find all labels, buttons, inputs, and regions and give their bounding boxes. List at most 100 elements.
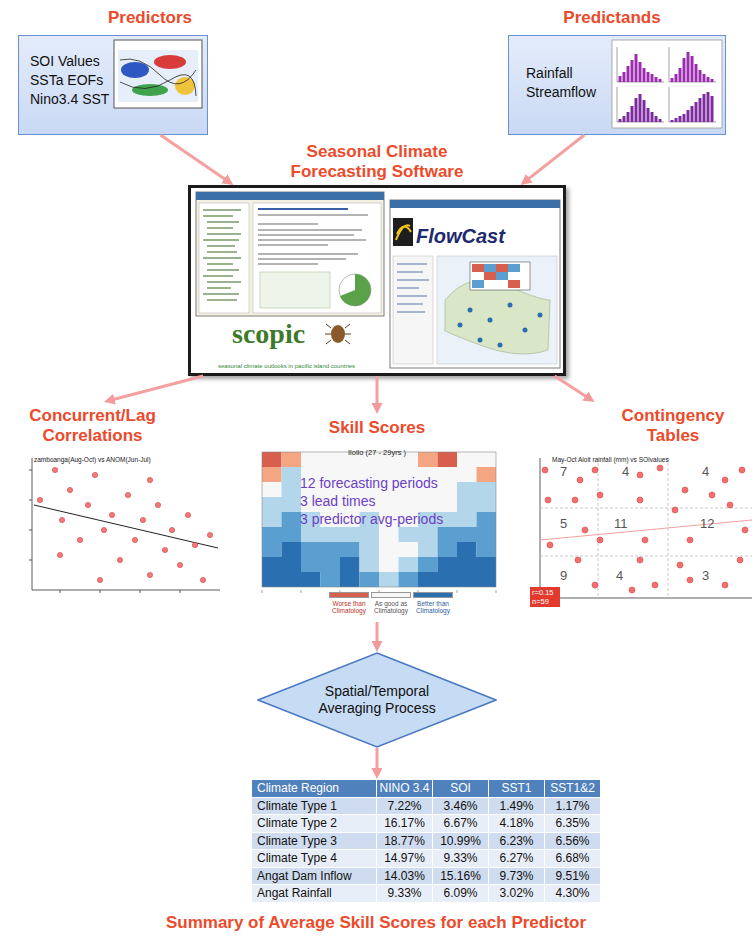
rainfall-bar-charts-part (620, 54, 660, 82)
predictor-box: PredictorsSOI Values SSTa EOFs Nino3.4 S… (18, 8, 210, 136)
cell-holder: 6.56% (545, 833, 601, 851)
chart-title: zamboanga(Aug-Oct) vs ANOM(Jun-Jul) (34, 456, 151, 464)
contingency-scatter-part (637, 497, 643, 503)
flow-arrow (555, 376, 588, 397)
skill-heatmap-part (262, 452, 496, 587)
correlation-scatter-part (140, 517, 145, 522)
predictor-list: SOI Values SSTa EOFs Nino3.4 SST (30, 52, 126, 109)
logo-text: scopic (232, 318, 305, 350)
count-label: 4 (622, 464, 629, 479)
legend-swatch (371, 592, 411, 598)
rainfall-bar-charts (612, 40, 722, 128)
cell-holder: SOI (433, 780, 489, 798)
correlation-scatter-part (34, 505, 218, 548)
rainfall-bar-charts-part (672, 92, 712, 122)
table-cell: 15.16% (433, 868, 488, 885)
text-holder: 4 (622, 462, 629, 480)
caption: Summary of Average Skill Scores for each… (166, 913, 586, 933)
cell-holder: Angat Dam Inflow (252, 868, 377, 886)
count-label: 7 (560, 464, 567, 479)
contingency-scatter-part (727, 502, 733, 508)
text-holder: 4 (702, 462, 709, 480)
skill-heatmap-part (418, 557, 438, 572)
contingency-scatter-part (540, 458, 752, 598)
text-holder: Spatial/Temporal Averaging Process (312, 683, 442, 717)
text-holder: May-Oct Aloit rainfall (mm) vs SOIvalues (552, 448, 742, 466)
cell-holder: 4.30% (545, 885, 601, 903)
contingency-scatter-part (652, 582, 658, 588)
contingency-scatter-part (597, 492, 603, 498)
contingency-scatter-part (682, 487, 688, 493)
correlation-scatter-part (169, 527, 174, 532)
contingency-scatter-part (687, 577, 693, 583)
rainfall-bar-charts-part (672, 52, 712, 82)
contingency-scatter-part (739, 467, 745, 473)
count-label: 11 (614, 516, 628, 531)
cell-holder: 1.49% (489, 798, 545, 816)
skill-heatmap-part (438, 557, 497, 572)
contingency-scatter-part (592, 467, 598, 473)
correlation-scatter-part (77, 537, 82, 542)
rainfall-bar-charts-part (620, 94, 660, 122)
skill-heatmap-part (477, 467, 497, 482)
skill-heatmap-part (379, 542, 418, 557)
table-cell: 6.09% (433, 885, 488, 902)
skill-heatmap-part (438, 527, 497, 542)
skill-heatmap-part (399, 572, 419, 587)
table-cell: 7.22% (377, 798, 432, 815)
software-screenshot-part (498, 343, 503, 348)
overlay-note: 3 lead times (300, 493, 375, 510)
software-screenshot-part (538, 313, 543, 318)
skill-heatmap-part (360, 572, 380, 587)
overlay-note: 3 predictor avg-periods (300, 511, 443, 528)
cell-holder: 16.17% (377, 815, 433, 833)
legend-text: Better than Climatology (412, 600, 454, 615)
cell-holder: 15.16% (433, 868, 489, 886)
correlation-scatter-part (101, 527, 106, 532)
cell-holder: Climate Type 2 (252, 815, 377, 833)
table-cell: 9.51% (545, 868, 600, 885)
software-screenshot-part (508, 303, 513, 308)
skill-heatmap-part (262, 527, 301, 542)
contingency-scatter-part (540, 458, 752, 598)
skill-heatmap-part (301, 527, 379, 542)
cell-holder: Climate Type 3 (252, 833, 377, 851)
cell-holder: 6.23% (489, 833, 545, 851)
correlation-scatter-part (52, 467, 57, 472)
contingency-scatter-part (672, 507, 678, 513)
text-holder: 3 predictor avg-periods (300, 510, 490, 528)
overlay-note: 12 forecasting periods (300, 475, 438, 492)
sst-map-part (121, 62, 149, 78)
count-label: 4 (702, 464, 709, 479)
section-heading: Skill Scores (329, 418, 425, 438)
contingency-scatter-part (542, 465, 748, 593)
legend-item: Better than Climatology (412, 592, 454, 617)
text-holder: FlowCast (416, 224, 536, 248)
cell-holder: 4.18% (489, 815, 545, 833)
software-screenshot-part (199, 203, 249, 313)
contingency-scatter-part (737, 557, 743, 563)
count-label: 4 (616, 568, 623, 583)
correlation-scatter-part (57, 552, 62, 557)
text-holder: scopic (232, 318, 342, 350)
correlation-scatter-part (37, 467, 212, 582)
software-screenshot-part (393, 256, 433, 364)
correlation-scatter-part (125, 492, 130, 497)
contingency-scatter-part (575, 557, 581, 563)
software-screenshot-part (393, 218, 413, 246)
skill-heatmap-part (360, 542, 380, 557)
sst-map-part (154, 55, 186, 69)
software-screenshot-part (397, 264, 429, 312)
skill-heatmap-part (418, 572, 496, 587)
table-cell: Climate Type 4 (252, 850, 376, 867)
software-screenshot-part (458, 323, 463, 328)
software-screenshot-part (253, 203, 381, 313)
correlation-scatter-part (192, 542, 197, 547)
table-cell: 6.35% (545, 815, 600, 832)
table-cell: 9.33% (377, 885, 432, 902)
table-cell: 1.17% (545, 798, 600, 815)
table-cell: 4.30% (545, 885, 600, 902)
skill-heatmap-part (262, 557, 301, 572)
flow-arrow (375, 748, 378, 770)
text-holder: Skill Scores (252, 418, 502, 438)
